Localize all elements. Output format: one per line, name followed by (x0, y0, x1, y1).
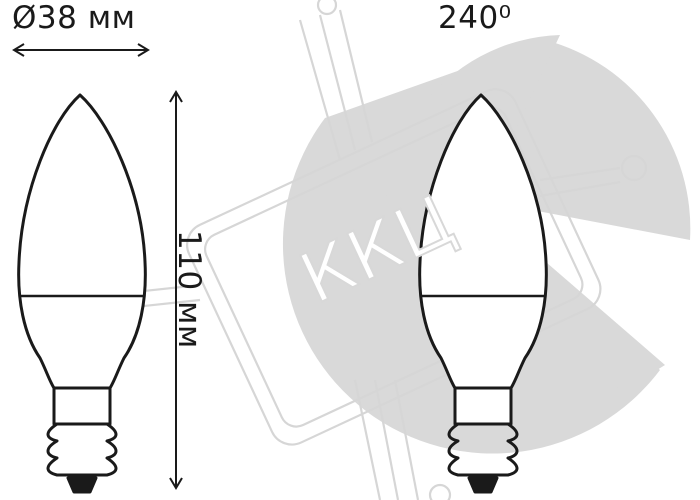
left-bulb-contact (66, 476, 98, 494)
right-bulb-thread (447, 422, 519, 477)
diameter-label: Ø38 мм (12, 0, 136, 36)
height-arrow (169, 90, 183, 490)
right-bulb-base (453, 386, 513, 426)
left-bulb-glass (17, 93, 147, 390)
left-bulb (17, 93, 147, 494)
left-bulb-thread (46, 422, 118, 477)
height-label: 110 мм (171, 230, 207, 349)
diameter-arrow (12, 43, 150, 57)
left-bulb-base (52, 386, 112, 426)
right-bulb-contact (467, 476, 499, 494)
right-bulb (418, 93, 548, 494)
beam-angle-label: 240⁰ (438, 0, 512, 36)
